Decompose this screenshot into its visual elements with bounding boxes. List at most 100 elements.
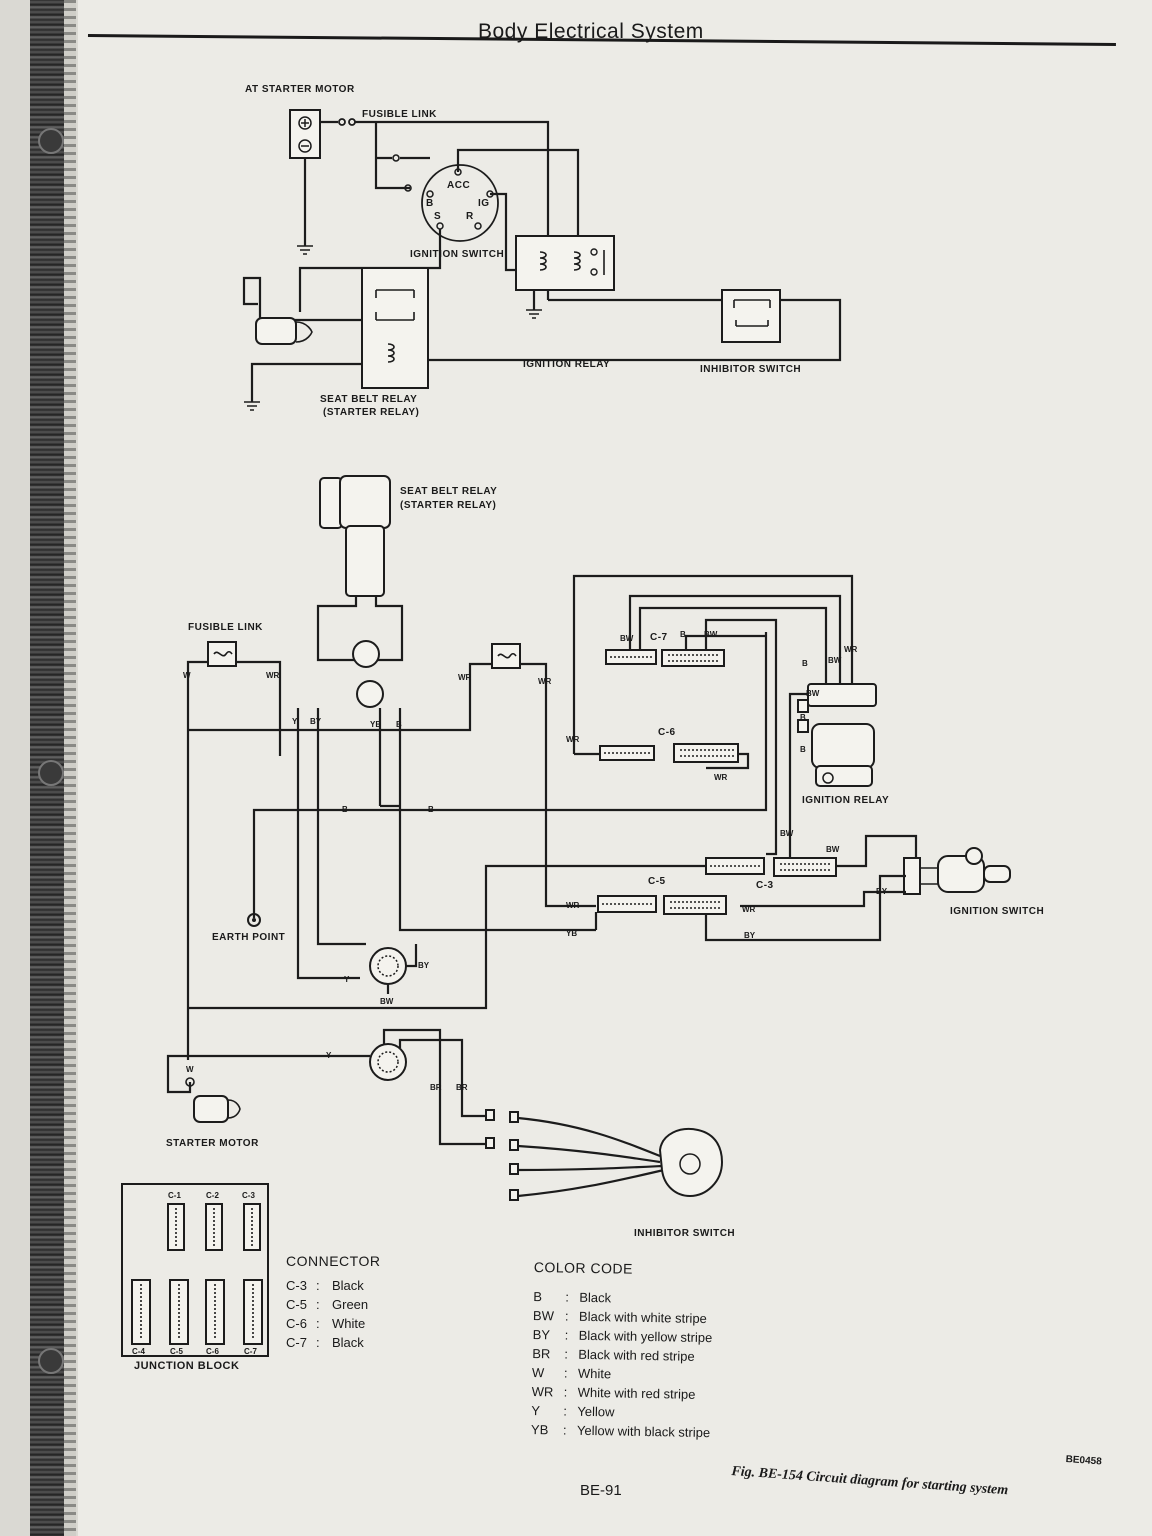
wire-by bbox=[406, 944, 418, 968]
color-meaning: White bbox=[577, 1365, 612, 1382]
connector-code: C-3 bbox=[286, 1278, 307, 1293]
terminal bbox=[797, 719, 809, 733]
label-c6: C-6 bbox=[658, 727, 676, 738]
wire-label-w: W bbox=[183, 671, 191, 680]
wire-label-b: B bbox=[428, 805, 434, 814]
wire-label-wr: WR bbox=[742, 905, 756, 914]
fusible-link-node bbox=[404, 184, 412, 192]
fuse-element-icon bbox=[213, 650, 233, 657]
color-code: YB bbox=[530, 1421, 549, 1438]
switch-contact-icon bbox=[733, 299, 771, 327]
terminal bbox=[509, 1139, 519, 1151]
ground-icon bbox=[244, 401, 260, 411]
label-acc: ACC bbox=[447, 180, 470, 191]
relay-mount-hole bbox=[822, 772, 834, 784]
ground-icon bbox=[297, 245, 313, 255]
relay-harness bbox=[345, 525, 385, 597]
label-ignition-switch: IGNITION SWITCH bbox=[410, 249, 504, 260]
punch-hole bbox=[38, 760, 64, 786]
relay-bracket bbox=[319, 477, 343, 529]
wire bbox=[517, 1144, 661, 1164]
connector-code: C-6 bbox=[286, 1316, 307, 1331]
ignition-relay-body bbox=[811, 723, 875, 769]
color-code-title: COLOR CODE bbox=[533, 1258, 634, 1277]
wire-wr bbox=[740, 890, 906, 908]
connector-color: Black bbox=[332, 1335, 364, 1350]
terminal bbox=[509, 1111, 519, 1123]
label-starter-relay: (STARTER RELAY) bbox=[323, 407, 419, 418]
wire-bw bbox=[788, 692, 808, 858]
wire-label-b: B bbox=[800, 713, 806, 722]
connector-legend-row: C-7:Black bbox=[286, 1335, 364, 1350]
color-meaning: Yellow bbox=[577, 1403, 615, 1420]
junction-label-c6: C-6 bbox=[206, 1347, 219, 1356]
label-c3: C-3 bbox=[756, 880, 774, 891]
connector-legend-title: CONNECTOR bbox=[286, 1253, 381, 1269]
label-starter-relay: (STARTER RELAY) bbox=[400, 500, 496, 511]
wire bbox=[420, 298, 842, 362]
connector-color: Black bbox=[332, 1278, 364, 1293]
wire-label-wr: WR bbox=[458, 673, 472, 682]
punch-hole bbox=[38, 128, 64, 154]
terminal bbox=[509, 1163, 519, 1175]
color-code: WR bbox=[531, 1383, 554, 1400]
connector-pins bbox=[140, 1284, 254, 1340]
wire-label-bw: BW bbox=[826, 845, 840, 854]
label-fusible-link: FUSIBLE LINK bbox=[362, 109, 437, 120]
ignition-switch-connector bbox=[903, 857, 921, 895]
wire-label-w: W bbox=[186, 1065, 194, 1074]
junction-label-c1: C-1 bbox=[168, 1191, 181, 1200]
wire-br bbox=[382, 1028, 486, 1146]
wire bbox=[517, 1168, 665, 1198]
ignition-switch-cap bbox=[965, 847, 983, 865]
battery-minus-terminal bbox=[298, 139, 312, 153]
label-fusible-link: FUSIBLE LINK bbox=[188, 622, 263, 633]
wire-label-by: BY bbox=[744, 931, 756, 940]
wire-label-br: BR bbox=[456, 1083, 468, 1092]
wire bbox=[517, 1116, 661, 1158]
label-ignition-relay: IGNITION RELAY bbox=[802, 795, 889, 806]
color-meaning: Black with white stripe bbox=[578, 1308, 707, 1327]
fuse-element-icon bbox=[497, 652, 517, 659]
wire-label-wr: WR bbox=[566, 735, 580, 744]
wire-label-wr: WR bbox=[538, 677, 552, 686]
terminal bbox=[509, 1189, 519, 1201]
starter-motor-symbol bbox=[255, 317, 297, 345]
fusible-link-node bbox=[392, 154, 400, 162]
wire-w bbox=[186, 660, 208, 1060]
label-starter-motor: STARTER MOTOR bbox=[166, 1138, 259, 1149]
wire-wr bbox=[236, 660, 282, 756]
connector-c6-female bbox=[673, 743, 739, 763]
wire-yb bbox=[380, 804, 596, 932]
wire bbox=[517, 1164, 663, 1172]
relay-contact-icon bbox=[375, 289, 415, 321]
connector-legend-row: C-6:White bbox=[286, 1316, 366, 1331]
wire-label-bw: BW bbox=[828, 656, 842, 665]
color-meaning: Black with red stripe bbox=[578, 1346, 695, 1364]
seat-belt-relay-symbol bbox=[361, 267, 429, 389]
label-ignition-switch: IGNITION SWITCH bbox=[950, 906, 1044, 917]
junction-block-label: JUNCTION BLOCK bbox=[134, 1360, 240, 1372]
color-code: B bbox=[533, 1288, 543, 1305]
terminal-r bbox=[474, 222, 482, 230]
battery-symbol bbox=[289, 109, 321, 159]
top-schematic: AT STARTER MOTOR FUSIBLE LINK ACC B IG S… bbox=[242, 84, 842, 418]
wire-label-b: B bbox=[800, 745, 806, 754]
wire-label-bw: BW bbox=[780, 829, 794, 838]
bottom-wiring: SEAT BELT RELAY (STARTER RELAY) FUSIBLE … bbox=[166, 475, 1044, 1239]
label-inhibitor-switch: INHIBITOR SWITCH bbox=[634, 1228, 735, 1239]
relay-coil-icon bbox=[539, 251, 547, 271]
wire-label-bw: BW bbox=[704, 630, 718, 639]
wire-bw bbox=[188, 864, 706, 1010]
color-code: W bbox=[531, 1364, 545, 1381]
connector-pins bbox=[602, 901, 722, 909]
color-meaning: White with red stripe bbox=[577, 1384, 696, 1402]
round-connector bbox=[369, 947, 407, 985]
color-meaning: Black with yellow stripe bbox=[578, 1327, 713, 1346]
junction-label-c2: C-2 bbox=[206, 1191, 219, 1200]
label-c5: C-5 bbox=[648, 876, 666, 887]
connector-c3-female bbox=[773, 857, 837, 877]
wire bbox=[638, 606, 828, 690]
